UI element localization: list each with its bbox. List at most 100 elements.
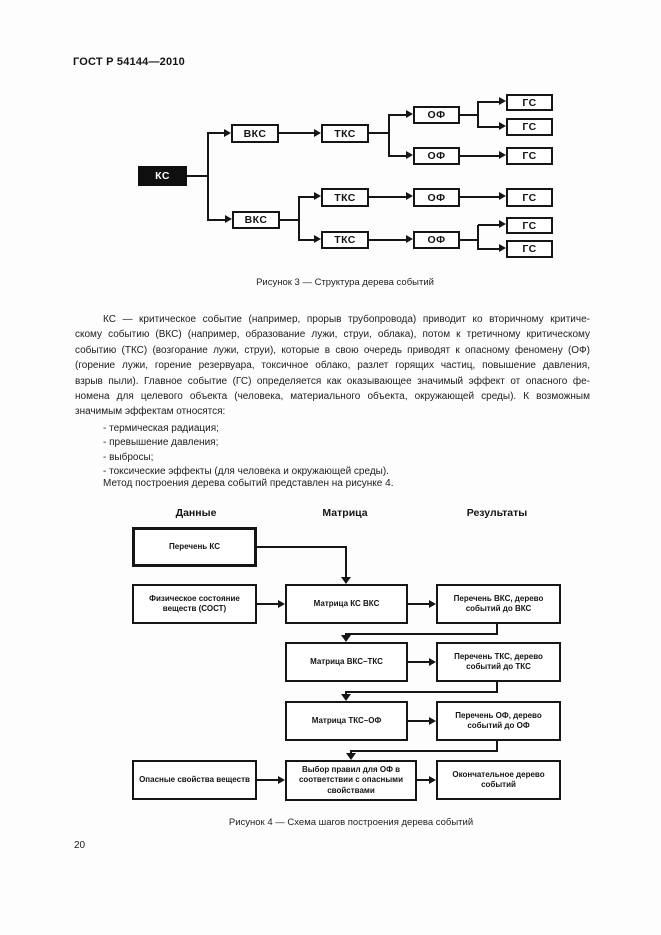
connector-line [345,633,498,635]
figure3-caption: Рисунок 3 — Структура дерева событий [256,277,434,288]
connector-line [478,126,500,128]
connector-line [208,219,226,221]
arrow-down-icon [341,694,351,701]
arrow-right-icon [429,776,436,784]
fig4-box-b8: Перечень ОФ, дерево событий до ОФ [436,701,561,741]
connector-line [408,720,429,722]
connector-line [478,248,500,250]
fig3-node-tks: ТКС [321,231,369,249]
bullet-item: - термическая радиация; [103,423,219,434]
arrow-right-icon [224,129,231,137]
arrow-right-icon [429,600,436,608]
connector-line [408,603,429,605]
connector-line [280,219,300,221]
fig4-box-b6: Перечень ТКС, дерево событий до ТКС [436,642,561,682]
arrow-right-icon [429,717,436,725]
fig3-node-of: ОФ [413,106,460,124]
arrow-right-icon [314,192,321,200]
bullet-item: - выбросы; [103,451,154,463]
fig4-column-header-data: Данные [175,507,217,519]
connector-line [257,546,347,548]
connector-line [477,101,479,128]
fig3-node-gs: ГС [506,147,553,165]
arrow-right-icon [406,192,413,200]
fig3-node-gs: ГС [506,118,553,136]
paragraph-line: скому событию (ВКС) (например, образован… [75,329,590,341]
connector-line [207,132,209,221]
connector-line [460,155,500,157]
connector-line [257,779,278,781]
paragraph-line: событию (ТКС) (возгорание лужи, струи), … [75,344,590,356]
fig4-box-b1: Перечень КС [132,527,257,567]
connector-line [345,546,347,578]
arrow-right-icon [278,776,285,784]
fig4-column-header-results: Результаты [466,507,528,519]
fig3-node-kc: КС [138,166,187,186]
document-header: ГОСТ Р 54144—2010 [73,56,185,68]
arrow-right-icon [429,658,436,666]
page-number: 20 [74,840,86,851]
arrow-down-icon [346,753,356,760]
connector-line [478,101,500,103]
connector-line [279,132,315,134]
connector-line [208,132,225,134]
bullet-item: - превышение давления; [103,437,219,449]
connector-line [460,114,478,116]
connector-line [299,239,315,241]
paragraph-line: (горение лужи, горение резервуара, токси… [75,360,590,372]
fig3-node-of: ОФ [413,188,460,207]
fig4-box-b11: Окончательное дерево событий [436,760,561,800]
connector-line [369,239,407,241]
connector-line [345,691,498,693]
figure4-caption: Рисунок 4 — Схема шагов построения дерев… [228,817,474,828]
connector-line [369,132,390,134]
connector-line [496,682,498,693]
connector-line [389,155,407,157]
connector-line [257,603,278,605]
arrow-down-icon [341,635,351,642]
fig3-node-gs: ГС [506,94,553,111]
fig3-node-tks: ТКС [321,124,369,143]
connector-line [389,114,407,116]
fig3-node-of: ОФ [413,231,460,249]
fig4-box-b9: Опасные свойства веществ [132,760,257,800]
fig3-node-vks: ВКС [231,124,279,143]
connector-line [478,224,500,226]
connector-line [350,750,498,752]
arrow-right-icon [499,151,506,159]
paragraph-line: КС — критическое событие (например, прор… [103,314,590,325]
arrow-right-icon [499,220,506,228]
connector-line [408,661,429,663]
connector-line [345,691,347,696]
arrow-right-icon [499,97,506,105]
fig3-node-of: ОФ [413,147,460,165]
connector-line [350,750,352,755]
fig4-box-b3: Матрица КС ВКС [285,584,408,624]
connector-line [187,175,208,177]
connector-line [460,196,500,198]
connector-line [298,196,300,241]
paragraph-line: взрыв пыли). Главное событие (ГС) опреде… [75,375,590,387]
connector-line [496,741,498,752]
arrow-right-icon [499,244,506,252]
fig3-node-vks: ВКС [232,211,280,229]
arrow-right-icon [406,110,413,118]
connector-line [460,239,478,241]
connector-line [299,196,315,198]
connector-line [417,779,429,781]
arrow-right-icon [225,215,232,223]
body-paragraph: КС — критическое событие (например, прор… [75,312,590,420]
arrow-right-icon [406,151,413,159]
fig3-node-gs: ГС [506,240,553,258]
fig4-box-b10: Выбор правил для ОФ в соответствии с опа… [285,760,417,801]
arrow-right-icon [314,129,321,137]
fig3-node-gs: ГС [506,217,553,234]
connector-line [369,196,407,198]
arrow-right-icon [406,235,413,243]
arrow-right-icon [278,600,285,608]
bullet-list: - термическая радиация; - превышение дав… [103,422,583,479]
arrow-right-icon [499,192,506,200]
paragraph-line: Метод построения дерева событий представ… [103,478,394,489]
fig4-column-header-matrix: Матрица [322,507,368,519]
